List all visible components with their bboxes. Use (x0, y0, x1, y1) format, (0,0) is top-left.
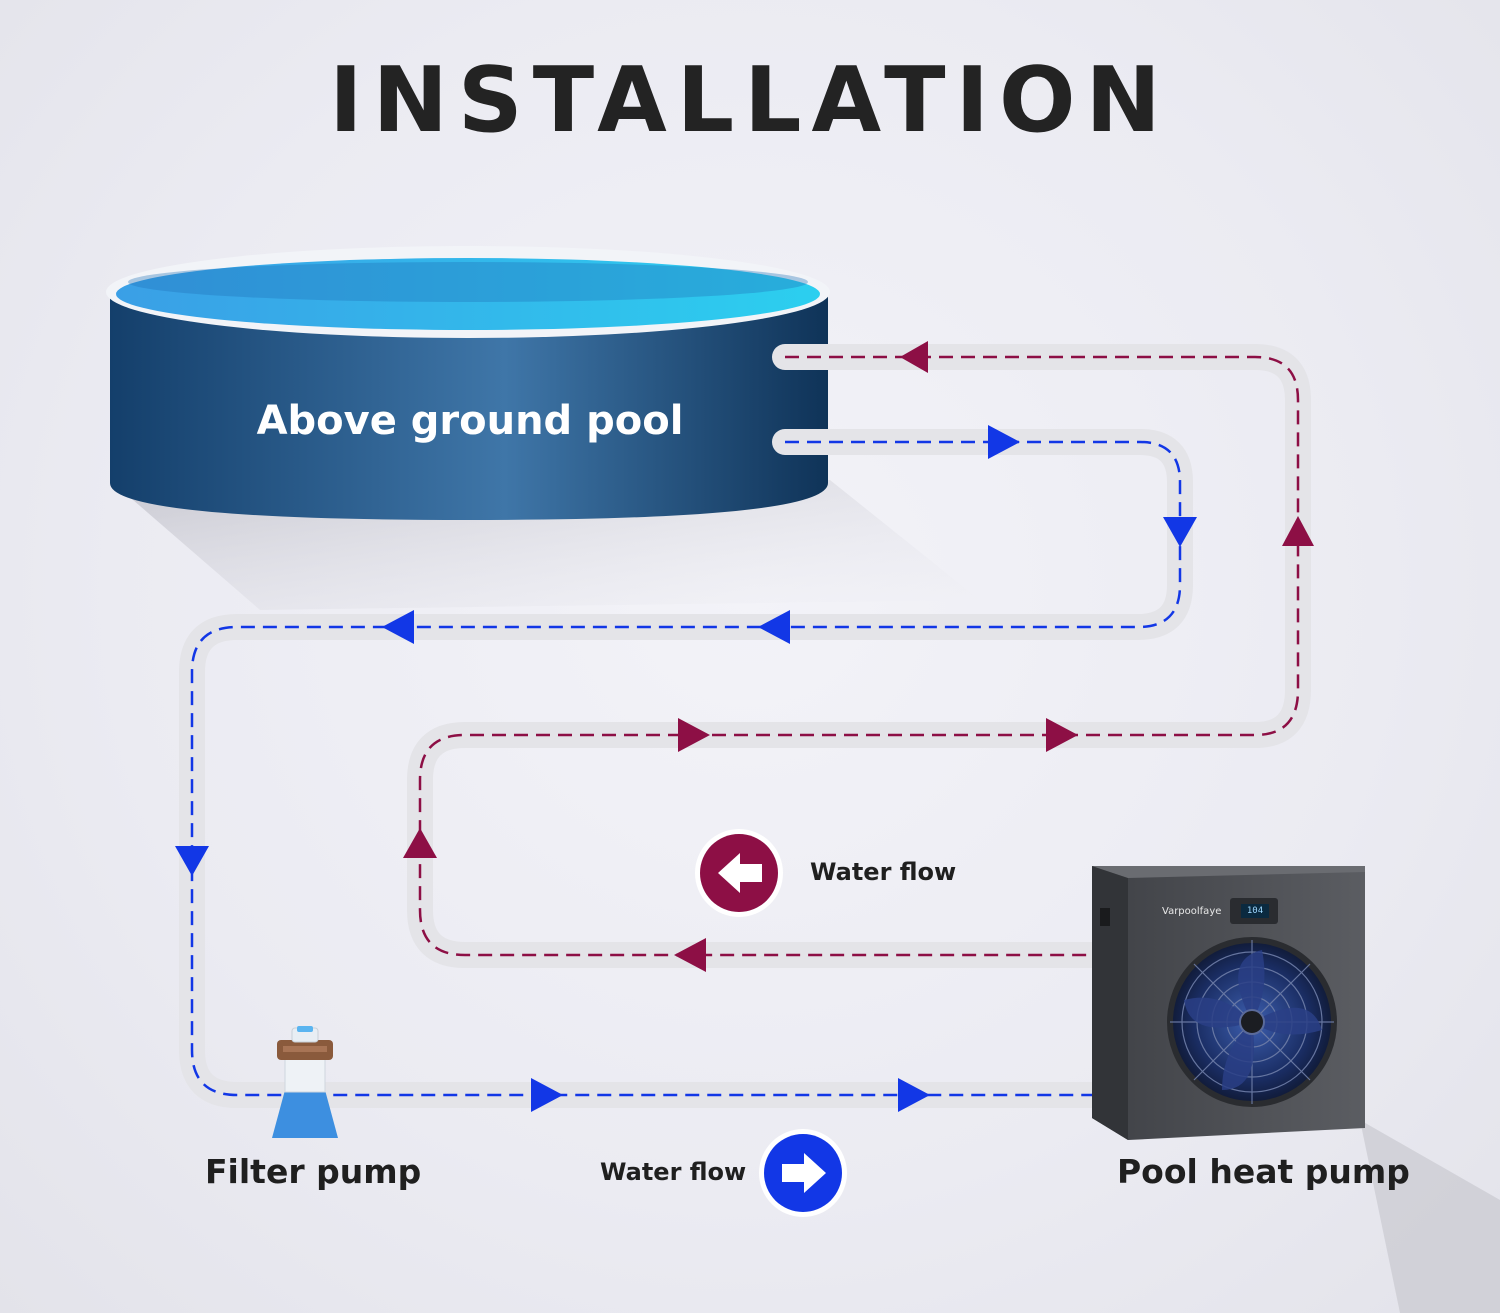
cold-arrow-4 (382, 610, 414, 644)
hot-flow-line (418, 355, 1300, 957)
cold-flow-line (190, 440, 1182, 1097)
hot-arrow-1 (900, 341, 928, 373)
cold-arrow-2 (1163, 517, 1197, 547)
heat-pump-display: 104 (1241, 904, 1269, 918)
heat-pump-shadow (1360, 1120, 1500, 1313)
above-ground-pool (106, 246, 830, 520)
hot-arrow-6 (674, 938, 706, 972)
pool-label: Above ground pool (256, 398, 684, 444)
cold-arrow-6 (531, 1078, 563, 1112)
heat-pump-label: Pool heat pump (1117, 1152, 1410, 1191)
heat-pump-brand: Varpoolfaye (1162, 906, 1222, 917)
pool-heat-pump (1092, 866, 1365, 1140)
filter-pump (272, 1026, 338, 1138)
cold-arrow-3 (758, 610, 790, 644)
cold-arrow-7 (898, 1078, 930, 1112)
cold-arrow-5 (175, 846, 209, 876)
cold-arrow-1 (988, 425, 1020, 459)
hot-arrow-4 (678, 718, 710, 752)
hot-arrow-5 (403, 828, 437, 858)
water-flow-right-legend-icon (759, 1129, 847, 1217)
water-flow-left-legend-icon (695, 829, 783, 917)
water-flow-left-label: Water flow (810, 858, 957, 886)
filter-pump-label: Filter pump (205, 1152, 422, 1191)
page-title: INSTALLATION (329, 48, 1171, 153)
hot-arrow-3 (1046, 718, 1078, 752)
water-flow-right-label: Water flow (600, 1158, 747, 1186)
hot-arrow-2 (1282, 516, 1314, 546)
